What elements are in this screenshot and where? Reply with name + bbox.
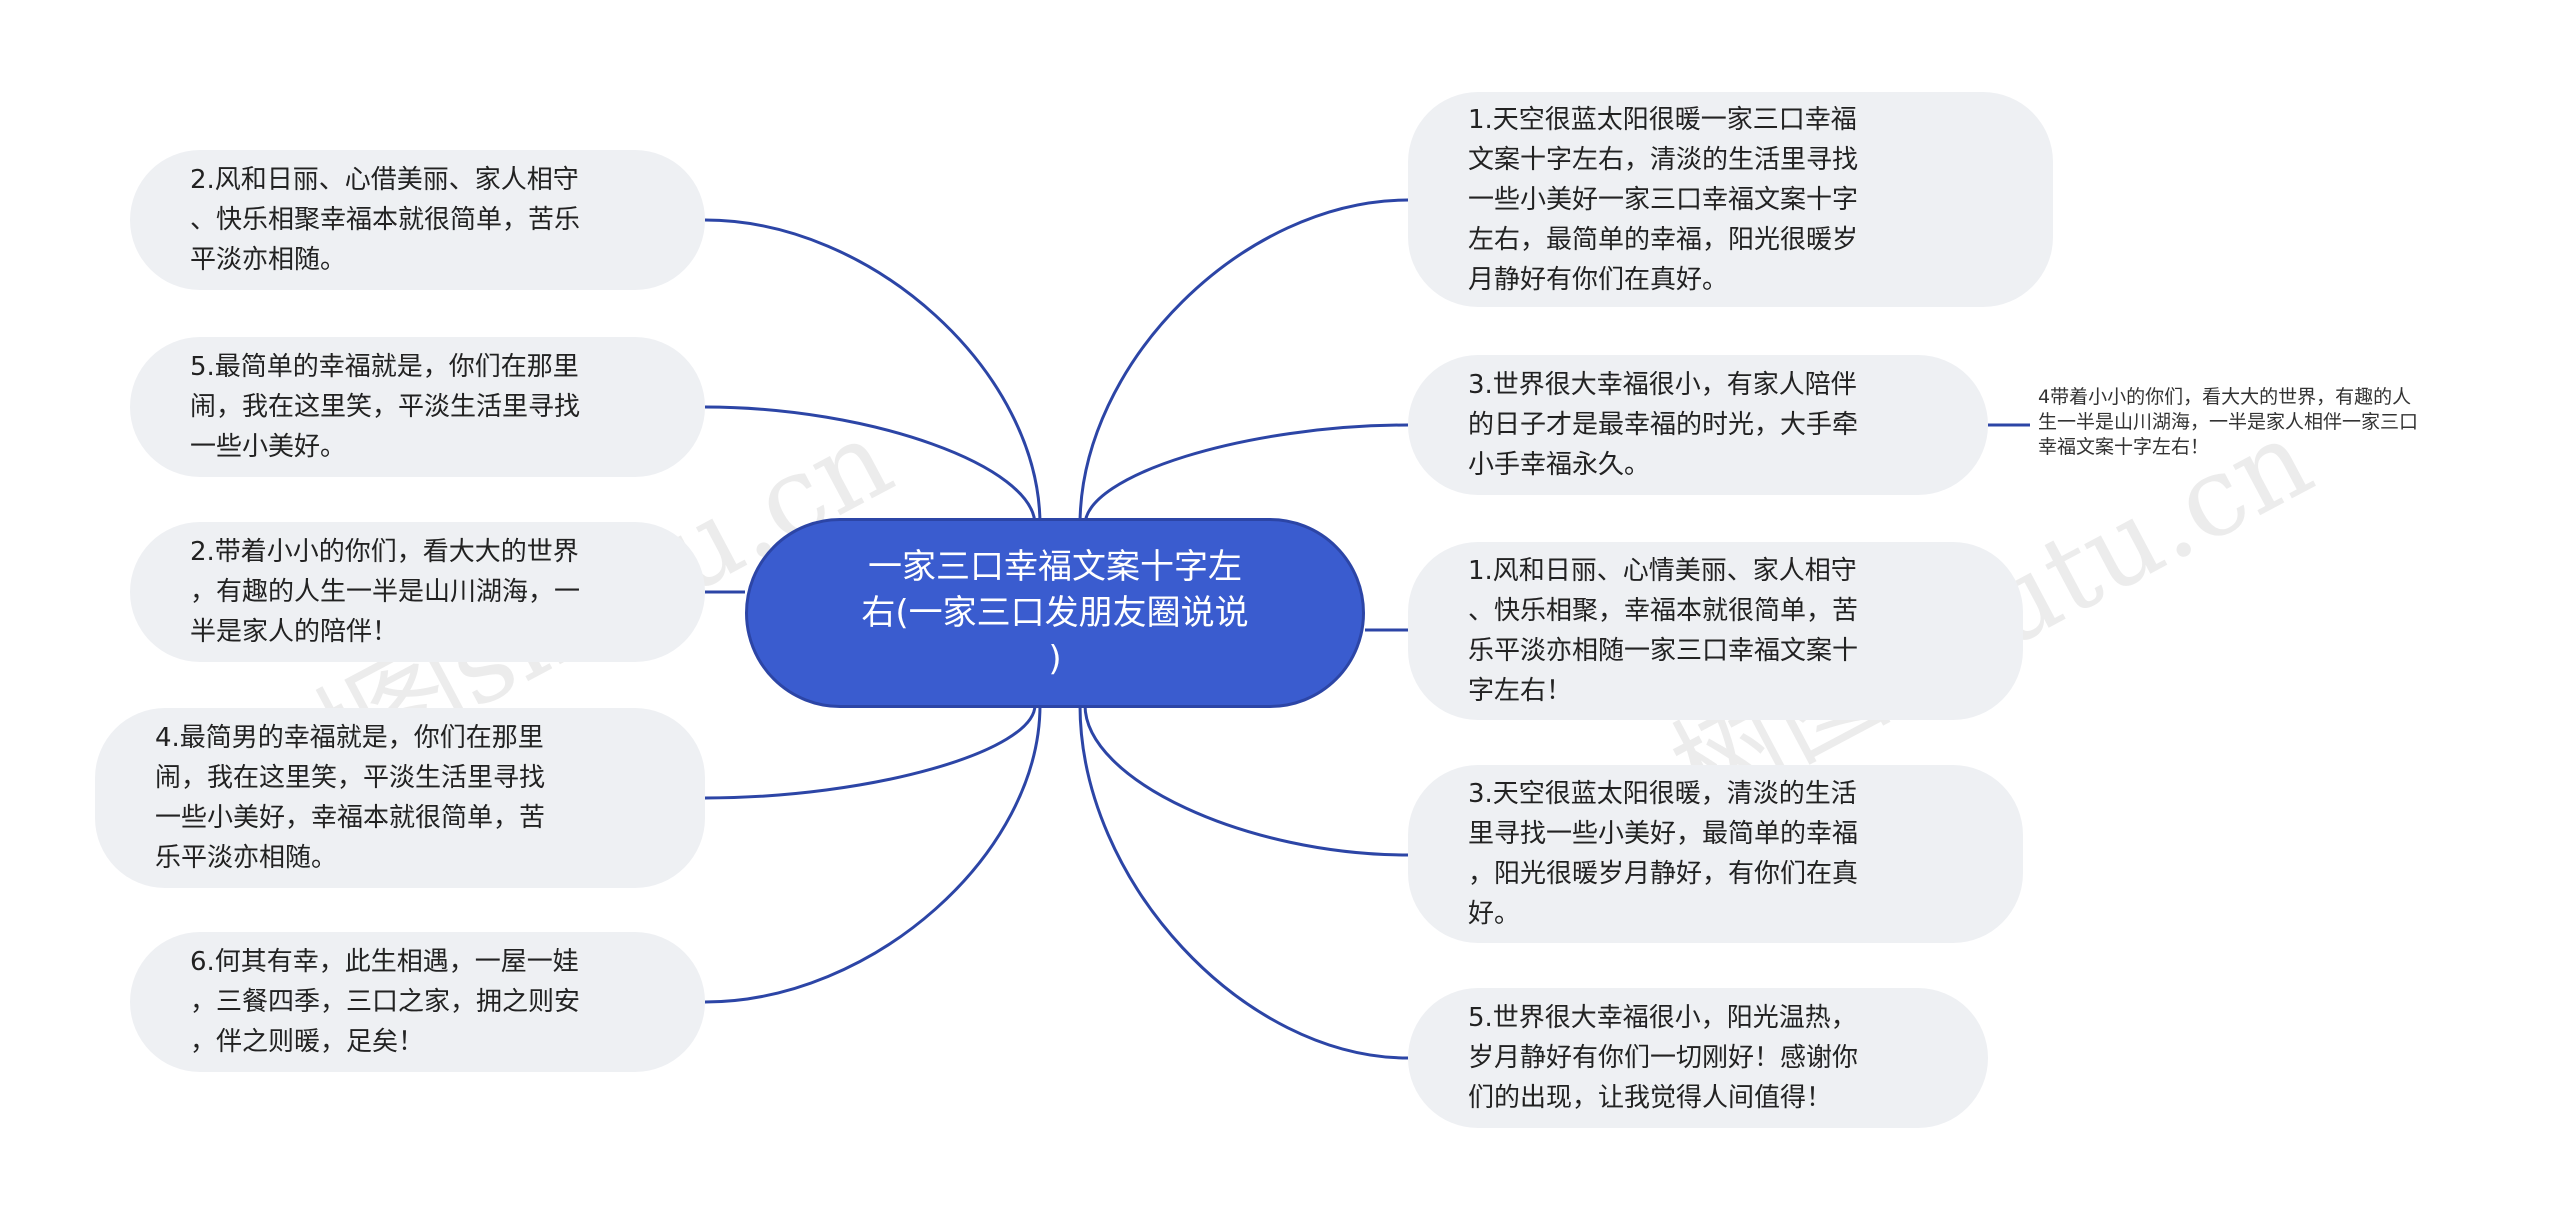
leaf-node[interactable]: 4带着小小的你们，看大大的世界，有趣的人 生一半是山川湖海，一半是家人相伴一家三… xyxy=(2038,385,2538,460)
central-topic[interactable]: 一家三口幸福文案十字左 右(一家三口发朋友圈说说 ) xyxy=(745,518,1365,708)
left-node-3[interactable]: 2.带着小小的你们，看大大的世界 ，有趣的人生一半是山川湖海，一 半是家人的陪伴… xyxy=(130,522,705,662)
left-node-5[interactable]: 6.何其有幸，此生相遇，一屋一娃 ，三餐四季，三口之家，拥之则安 ，伴之则暖，足… xyxy=(130,932,705,1072)
left-node-5-text: 6.何其有幸，此生相遇，一屋一娃 ，三餐四季，三口之家，拥之则安 ，伴之则暖，足… xyxy=(190,947,581,1057)
edge-right-5 xyxy=(1078,704,1409,1060)
right-node-4-text: 3.天空很蓝太阳很暖，清淡的生活 里寻找一些小美好，最简单的幸福 ，阳光很暖岁月… xyxy=(1468,779,1859,929)
right-node-3[interactable]: 1.风和日丽、心情美丽、家人相守 、快乐相聚，幸福本就很简单，苦 乐平淡亦相随一… xyxy=(1408,542,2023,720)
left-node-1-text: 2.风和日丽、心借美丽、家人相守 、快乐相聚幸福本就很简单，苦乐 平淡亦相随。 xyxy=(190,165,581,275)
edge-right-1 xyxy=(1078,198,1409,526)
left-node-3-text: 2.带着小小的你们，看大大的世界 ，有趣的人生一半是山川湖海，一 半是家人的陪伴… xyxy=(190,537,581,647)
left-node-1[interactable]: 2.风和日丽、心借美丽、家人相守 、快乐相聚幸福本就很简单，苦乐 平淡亦相随。 xyxy=(130,150,705,290)
left-node-4-text: 4.最简男的幸福就是，你们在那里 闹，我在这里笑，平淡生活里寻找 一些小美好，幸… xyxy=(155,723,546,873)
left-node-2[interactable]: 5.最简单的幸福就是，你们在那里 闹，我在这里笑，平淡生活里寻找 一些小美好。 xyxy=(130,337,705,477)
edge-left-2 xyxy=(704,405,1037,526)
edge-left-1 xyxy=(704,218,1042,526)
edge-left-5 xyxy=(704,704,1042,1004)
right-node-4[interactable]: 3.天空很蓝太阳很暖，清淡的生活 里寻找一些小美好，最简单的幸福 ，阳光很暖岁月… xyxy=(1408,765,2023,943)
right-node-3-text: 1.风和日丽、心情美丽、家人相守 、快乐相聚，幸福本就很简单，苦 乐平淡亦相随一… xyxy=(1468,556,1859,706)
edge-right-4 xyxy=(1083,704,1409,857)
right-node-2[interactable]: 3.世界很大幸福很小，有家人陪伴 的日子才是最幸福的时光，大手牵 小手幸福永久。 xyxy=(1408,355,1988,495)
right-node-1[interactable]: 1.天空很蓝太阳很暖一家三口幸福 文案十字左右，清淡的生活里寻找 一些小美好一家… xyxy=(1408,92,2053,307)
left-node-2-text: 5.最简单的幸福就是，你们在那里 闹，我在这里笑，平淡生活里寻找 一些小美好。 xyxy=(190,352,581,462)
edge-left-4 xyxy=(704,704,1037,800)
right-node-2-text: 3.世界很大幸福很小，有家人陪伴 的日子才是最幸福的时光，大手牵 小手幸福永久。 xyxy=(1468,370,1859,480)
leaf-node-text: 4带着小小的你们，看大大的世界，有趣的人 生一半是山川湖海，一半是家人相伴一家三… xyxy=(2038,386,2419,458)
central-topic-text: 一家三口幸福文案十字左 右(一家三口发朋友圈说说 ) xyxy=(861,547,1249,679)
edge-right-2 xyxy=(1083,423,1409,526)
right-node-5-text: 5.世界很大幸福很小，阳光温热， 岁月静好有你们一切刚好！感谢你 们的出现，让我… xyxy=(1468,1003,1859,1113)
right-node-5[interactable]: 5.世界很大幸福很小，阳光温热， 岁月静好有你们一切刚好！感谢你 们的出现，让我… xyxy=(1408,988,1988,1128)
right-node-1-text: 1.天空很蓝太阳很暖一家三口幸福 文案十字左右，清淡的生活里寻找 一些小美好一家… xyxy=(1468,104,1859,295)
left-node-4[interactable]: 4.最简男的幸福就是，你们在那里 闹，我在这里笑，平淡生活里寻找 一些小美好，幸… xyxy=(95,708,705,888)
